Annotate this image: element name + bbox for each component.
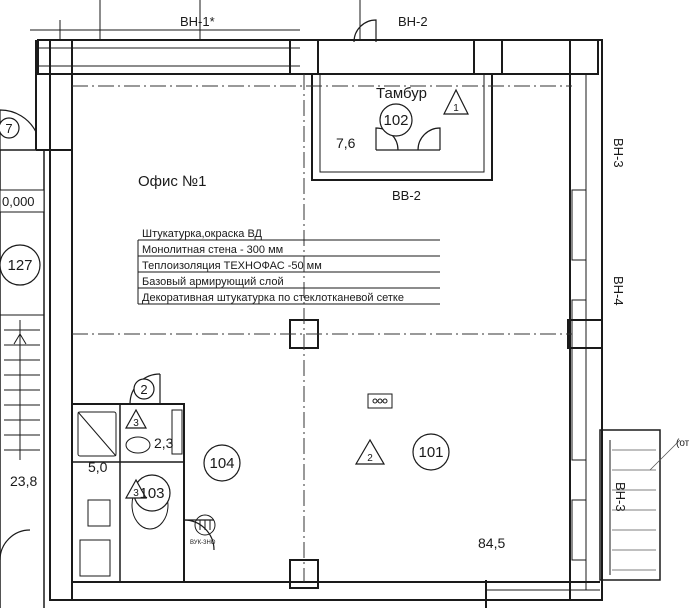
room-104-marker <box>203 444 241 482</box>
left-wall <box>49 39 73 601</box>
label-vn3-bottom: ВН-3 <box>613 482 628 512</box>
room-104-number: 104 <box>209 455 234 472</box>
label-vn4: ВН-4 <box>611 276 626 306</box>
hatching <box>612 439 681 571</box>
triangle-3b <box>124 478 148 499</box>
room-2-number: 2 <box>140 382 147 397</box>
label-vn3-top: ВН-3 <box>611 138 626 168</box>
spec-line-5: Декоративная штукатурка по стеклотканево… <box>142 292 404 304</box>
fixtures <box>77 393 393 577</box>
room-103-number: 103 <box>139 485 164 502</box>
electrical-panel-icon <box>367 393 393 409</box>
walls <box>0 0 661 608</box>
room-7-marker <box>0 117 20 139</box>
triangle-2-number: 2 <box>367 453 373 464</box>
column <box>289 39 319 75</box>
column <box>289 559 319 589</box>
labels: ВН-1* ВН-2 Тамбур Офис №1 ВВ-2 ВН-3 ВН-4… <box>2 14 690 551</box>
room-7-number: 7 <box>5 121 12 136</box>
spec-line-1: Штукатурка,окраска ВД <box>142 228 263 240</box>
shower-tray <box>77 411 117 457</box>
triangle-markers <box>124 88 469 499</box>
spec-line-2: Монолитная стена - 300 мм <box>142 244 283 256</box>
room-101-marker <box>412 433 450 471</box>
label-office: Офис №1 <box>138 173 207 190</box>
room-102-marker <box>379 103 413 137</box>
label-elevation: 0,000 <box>2 194 35 209</box>
triangle-3b-number: 3 <box>133 488 139 499</box>
area-shower: 2,3 <box>154 435 174 451</box>
sink <box>125 436 151 454</box>
label-bottom-tag: ВУК-3НО <box>190 540 216 546</box>
area-office: 84,5 <box>478 535 505 551</box>
room-127-number: 127 <box>7 257 32 274</box>
triangle-2 <box>354 438 386 465</box>
triangle-3a <box>124 408 148 429</box>
label-tambur: Тамбур <box>376 85 427 102</box>
room-101-number: 101 <box>418 444 443 461</box>
room-102-number: 102 <box>383 112 408 129</box>
axis-lines <box>72 74 572 582</box>
column <box>567 319 603 349</box>
stairs <box>4 320 40 460</box>
wc-block <box>71 403 185 583</box>
label-vn2: ВН-2 <box>398 14 428 29</box>
triangle-1-number: 1 <box>453 103 459 114</box>
triangle-3a-number: 3 <box>133 418 139 429</box>
elevation-box <box>0 189 45 213</box>
area-stairs: 23,8 <box>10 473 37 489</box>
vent-icon <box>194 514 216 536</box>
area-tambur: 7,6 <box>336 135 356 151</box>
triangle-1 <box>443 88 469 115</box>
room-markers <box>0 103 450 512</box>
label-vn1: ВН-1* <box>180 14 215 29</box>
column <box>473 39 503 75</box>
room-127-marker <box>0 244 41 286</box>
room-2-marker <box>133 378 155 400</box>
spec-line-4: Базовый армирующий слой <box>142 276 284 288</box>
area-wc: 5,0 <box>88 459 108 475</box>
label-cut-right: (от <box>676 438 690 449</box>
spec-line-3: Теплоизоляция ТЕХНОФАС -50 мм <box>142 260 322 272</box>
label-vv2: ВВ-2 <box>392 188 421 203</box>
spec-leader <box>137 239 440 305</box>
entry-door <box>353 19 377 43</box>
